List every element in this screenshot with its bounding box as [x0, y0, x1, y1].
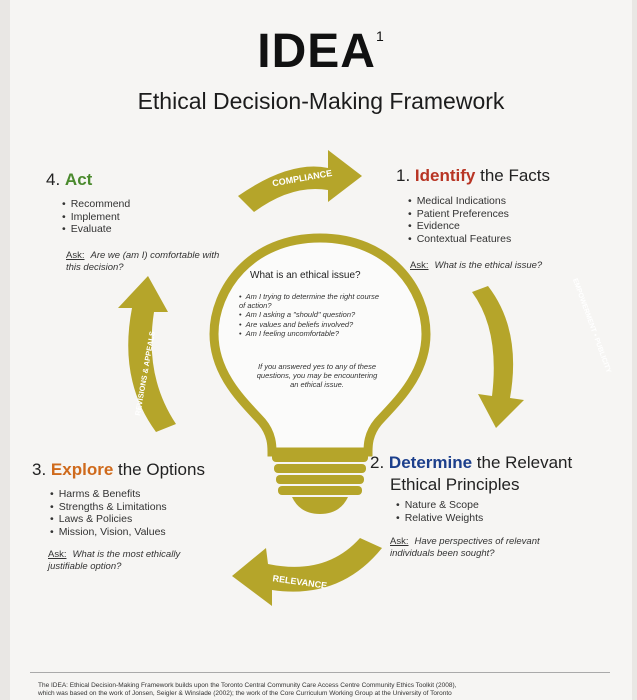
- compliance-arrow: COMPLIANCE: [238, 150, 362, 212]
- identify-list: Medical Indications Patient Preferences …: [408, 195, 512, 246]
- determine-ask: Ask:Have perspectives of relevant indivi…: [390, 536, 540, 559]
- identify-item: Medical Indications: [408, 195, 511, 208]
- revisions-arrow: REVISIONS & APPEALS: [118, 276, 176, 432]
- determine-heading: 2. Determine the Relevant Ethical Princi…: [370, 453, 573, 494]
- bulb-question-item: Are values and beliefs involved?: [239, 320, 385, 329]
- act-list: Recommend Implement Evaluate: [62, 198, 131, 236]
- bulb-question-item: Am I feeling uncomfortable?: [239, 329, 385, 338]
- framework-sheet: IDEA1 Ethical Decision-Making Framework …: [10, 0, 632, 700]
- explore-heading: 3. Explore the Options: [32, 460, 205, 479]
- empowerment-arrow-label: EMPOWERMENT • PUBLICITY: [571, 278, 612, 375]
- relevance-arrow: RELEVANCE: [232, 538, 382, 606]
- explore-item: Strengths & Limitations: [50, 501, 167, 514]
- identify-item: Evidence: [408, 220, 511, 233]
- bulb-question: What is an ethical issue?: [250, 270, 361, 281]
- explore-ask: Ask:What is the most ethically justifiab…: [48, 549, 181, 572]
- bulb-note: If you answered yes to any of these ques…: [256, 362, 378, 389]
- act-item: Recommend: [62, 198, 131, 211]
- footnote: The IDEA: Ethical Decision-Making Framew…: [38, 682, 457, 697]
- act-item: Implement: [62, 211, 130, 224]
- identify-heading: 1. Identify the Facts: [396, 166, 551, 185]
- identify-item: Patient Preferences: [408, 208, 511, 221]
- act-heading: 4. Act: [46, 170, 93, 189]
- bulb-question-item: Am I trying to determine the right cours…: [239, 292, 385, 310]
- explore-item: Mission, Vision, Values: [50, 526, 167, 539]
- determine-list: Nature & Scope Relative Weights: [396, 499, 484, 525]
- bulb-question-item: Am I asking a "should" question?: [239, 310, 385, 319]
- footnote-divider: [30, 672, 610, 673]
- explore-item: Laws & Policies: [50, 513, 167, 526]
- framework-title: IDEA1: [257, 25, 385, 78]
- determine-item: Relative Weights: [396, 512, 484, 525]
- framework-subtitle: Ethical Decision-Making Framework: [137, 88, 505, 114]
- empowerment-arrow: EMPOWERMENT • PUBLICITY: [472, 278, 612, 428]
- identify-item: Contextual Features: [408, 233, 512, 246]
- explore-item: Harms & Benefits: [50, 488, 167, 501]
- bulb-question-list: Am I trying to determine the right cours…: [239, 292, 385, 338]
- determine-item: Nature & Scope: [396, 499, 483, 512]
- diagram-graphics: COMPLIANCE EMPOWERMENT • PUBLICITY RELEV…: [118, 150, 612, 606]
- act-item: Evaluate: [62, 223, 130, 236]
- act-ask: Ask:Are we (am I) comfortable with this …: [66, 250, 220, 273]
- title-footnote-marker: 1: [375, 28, 385, 44]
- identify-ask: Ask:What is the ethical issue?: [410, 260, 543, 271]
- explore-list: Harms & Benefits Strengths & Limitations…: [50, 488, 167, 538]
